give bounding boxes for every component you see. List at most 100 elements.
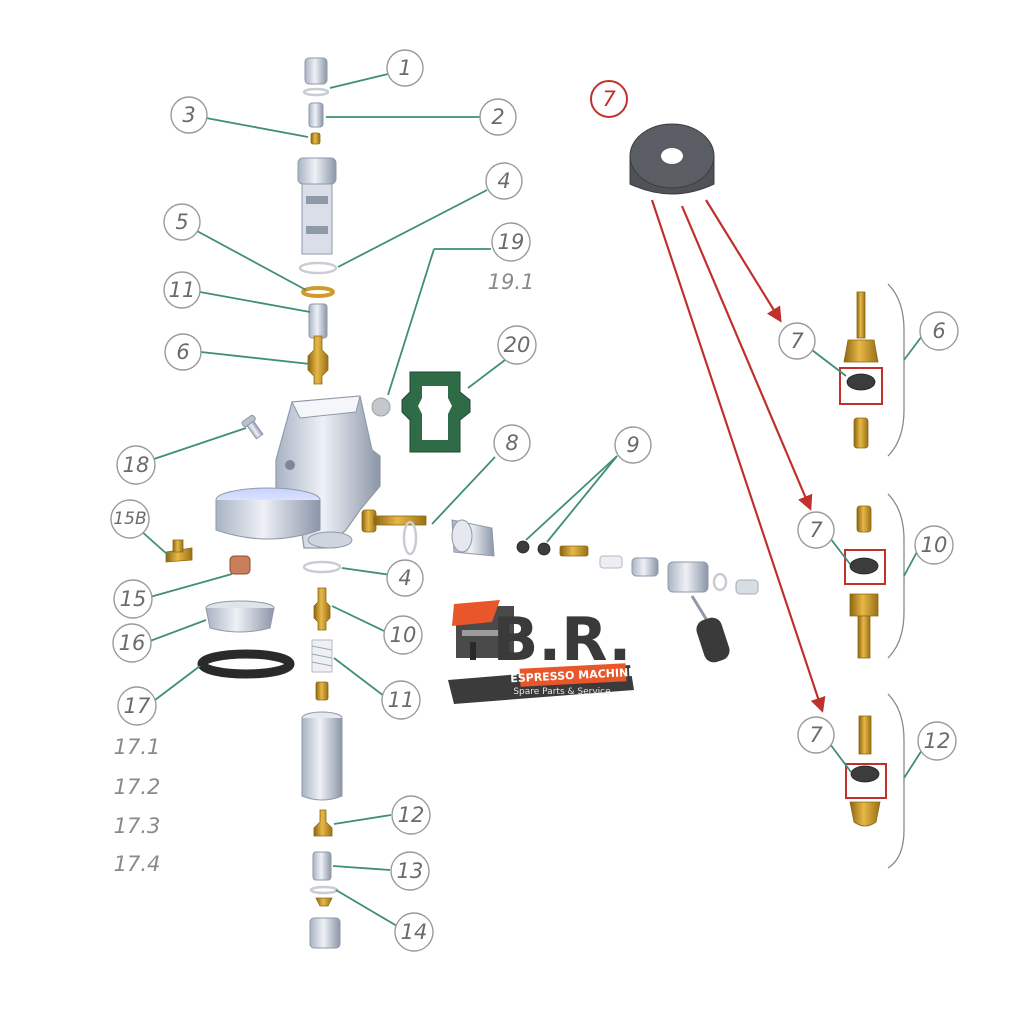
part-11-spring bbox=[311, 639, 333, 673]
part-19-disk bbox=[371, 397, 391, 417]
sight-glass-top bbox=[297, 157, 337, 185]
callout-17-4: 17.4 bbox=[114, 852, 161, 876]
part-4-seal bbox=[298, 261, 338, 275]
small-spacer bbox=[599, 555, 623, 569]
callout-circle-11a bbox=[163, 271, 201, 309]
group12-washer bbox=[850, 765, 880, 783]
group10-stem bbox=[857, 615, 871, 659]
part-5-ring bbox=[301, 286, 335, 298]
central-column-parts bbox=[165, 57, 759, 949]
part-6-valve bbox=[307, 335, 329, 385]
callout-8: 8 bbox=[505, 431, 518, 455]
callout-10: 10 bbox=[390, 623, 417, 647]
fitting-face bbox=[451, 519, 473, 553]
sight-glass-band-2 bbox=[306, 226, 328, 234]
callout-1: 1 bbox=[398, 56, 411, 80]
group-head-top bbox=[291, 395, 361, 419]
callout-circle-15 bbox=[113, 579, 153, 619]
part-17-gasket bbox=[197, 649, 295, 679]
group6-highlight-box bbox=[839, 367, 883, 405]
callout-circle-group6-part bbox=[778, 322, 816, 360]
part-7-detail: 7 6 7 bbox=[590, 80, 959, 869]
part-1-washer bbox=[302, 87, 330, 97]
callout-group10: 10 bbox=[921, 533, 948, 557]
part-11-sleeve bbox=[308, 303, 328, 339]
valve-ring bbox=[712, 572, 728, 592]
group12-stem bbox=[858, 715, 872, 755]
logo-letters: B.R. bbox=[493, 605, 632, 675]
callout-circle-18 bbox=[116, 445, 156, 485]
group6-lower bbox=[853, 417, 869, 449]
callout-circle-8 bbox=[493, 424, 531, 462]
callout-group10-part: 7 bbox=[809, 518, 823, 542]
sight-glass-band bbox=[306, 196, 328, 204]
callout-15: 15 bbox=[120, 587, 147, 611]
highlight-label-7: 7 bbox=[602, 87, 616, 111]
logo-banner bbox=[519, 663, 627, 687]
part-1-plug bbox=[304, 57, 328, 85]
callout-circle-4a bbox=[485, 162, 523, 200]
arrow-to-group-10 bbox=[680, 205, 813, 511]
callout-circle-15b bbox=[110, 499, 150, 539]
callout-19-1: 19.1 bbox=[488, 270, 535, 294]
part-4b-seal bbox=[302, 560, 342, 574]
part-3-pin bbox=[310, 132, 321, 145]
part-16-body bbox=[205, 607, 275, 633]
callout-circle-11b bbox=[381, 680, 421, 720]
callout-circle-5 bbox=[163, 203, 201, 241]
callout-circle-13 bbox=[390, 851, 430, 891]
br-logo: B.R. ESPRESSO MACHINE Spare Parts & Serv… bbox=[448, 600, 636, 704]
part-20-gasket-hole bbox=[418, 386, 452, 440]
lower-cylinder-body bbox=[301, 718, 343, 801]
callout-17-3: 17.3 bbox=[114, 814, 161, 838]
callout-17-2: 17.2 bbox=[114, 775, 161, 799]
callout-circle-group12-part bbox=[797, 716, 835, 754]
detail-group-10: 10 7 bbox=[797, 493, 954, 659]
lever-shaft bbox=[690, 595, 710, 623]
small-brass-nut bbox=[559, 545, 589, 557]
detail-group-6: 6 7 bbox=[778, 283, 959, 457]
callout-4a: 4 bbox=[497, 169, 510, 193]
callout-2: 2 bbox=[491, 105, 504, 129]
group10-washer bbox=[849, 557, 879, 575]
part-10-valve bbox=[313, 587, 331, 631]
callout-19: 19 bbox=[498, 230, 525, 254]
callout-16: 16 bbox=[119, 631, 146, 655]
callout-circle-group6 bbox=[919, 311, 959, 351]
small-brass-insert bbox=[315, 681, 329, 701]
part-9-washer-b bbox=[537, 542, 551, 556]
logo-machine-panel bbox=[462, 630, 502, 636]
callout-group12-part: 7 bbox=[809, 723, 823, 747]
part-15-nut bbox=[229, 555, 251, 575]
part-18-screw bbox=[241, 414, 264, 440]
arrow-to-group-12 bbox=[650, 199, 826, 713]
callout-17: 17 bbox=[124, 694, 151, 718]
group6-body bbox=[843, 339, 879, 363]
callout-circle-17 bbox=[117, 686, 157, 726]
group10-highlight-box bbox=[844, 549, 886, 585]
callout-9: 9 bbox=[626, 433, 639, 457]
callout-circle-19 bbox=[491, 222, 531, 262]
part-14-cone bbox=[315, 897, 333, 907]
callout-circle-12 bbox=[391, 795, 431, 835]
part-12-valve bbox=[313, 809, 333, 837]
lever-knob bbox=[696, 617, 730, 663]
callout-3: 3 bbox=[182, 103, 195, 127]
valve-end bbox=[735, 579, 759, 595]
group-head-hole bbox=[285, 460, 295, 470]
callout-circle-2 bbox=[479, 98, 517, 136]
valve-cap bbox=[631, 557, 659, 577]
callout-group6: 6 bbox=[932, 319, 945, 343]
part-15b-wing bbox=[172, 539, 184, 553]
callout-4b: 4 bbox=[398, 566, 411, 590]
callout-circle-9 bbox=[614, 426, 652, 464]
callout-12: 12 bbox=[398, 803, 425, 827]
group6-washer bbox=[846, 373, 876, 391]
part-8-bolt-shaft bbox=[373, 515, 427, 526]
highlight-circle-7 bbox=[590, 80, 628, 118]
washer-7-hole bbox=[661, 148, 683, 164]
callout-20: 20 bbox=[504, 333, 531, 357]
callout-6: 6 bbox=[176, 340, 189, 364]
callout-circle-10 bbox=[383, 615, 423, 655]
